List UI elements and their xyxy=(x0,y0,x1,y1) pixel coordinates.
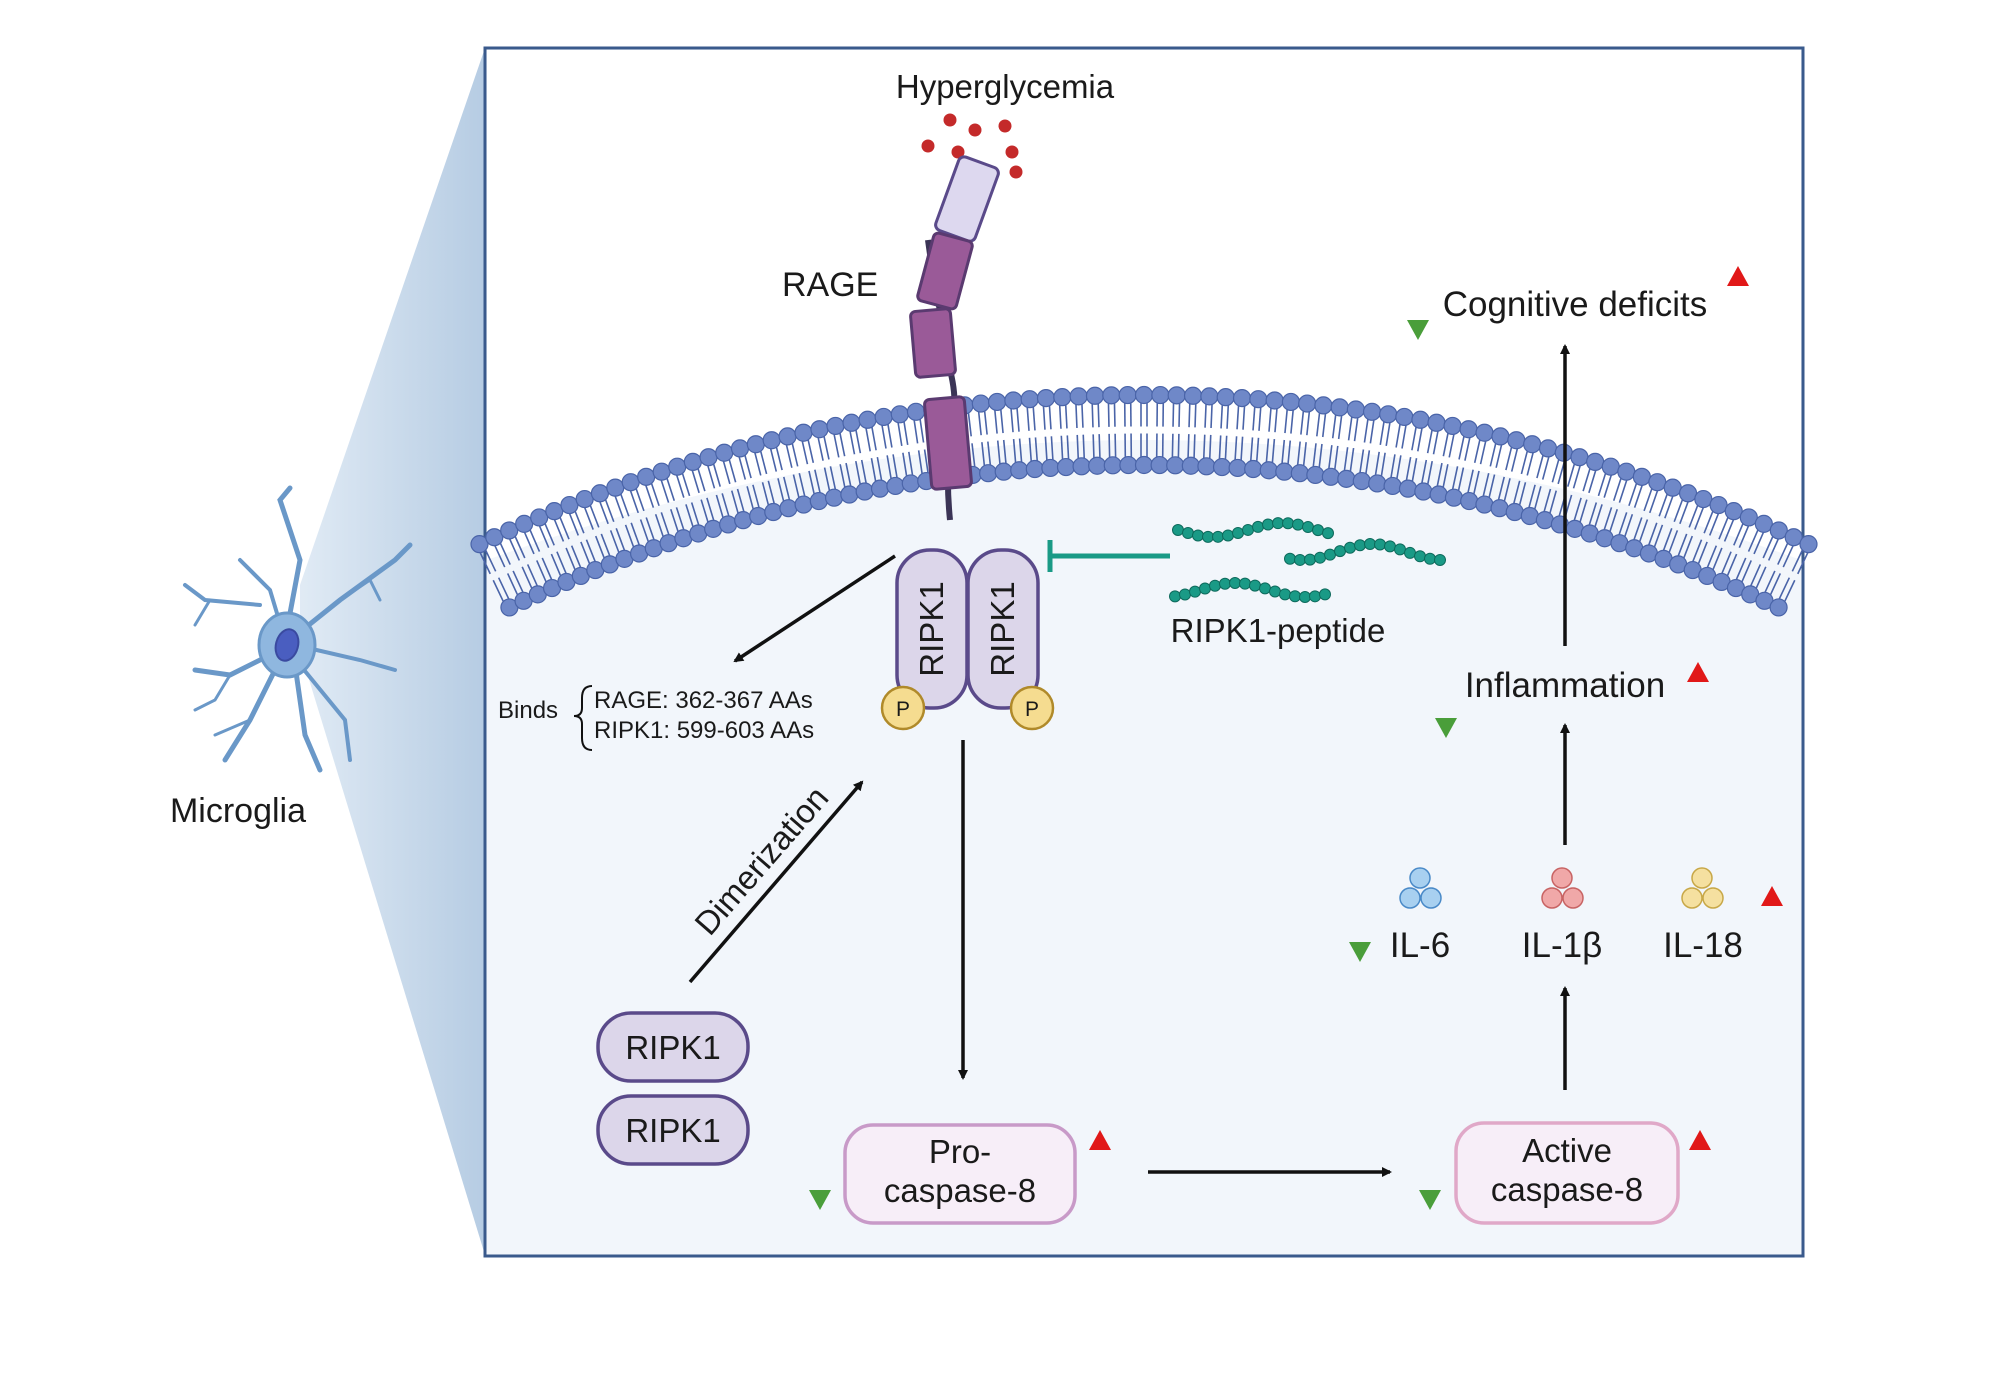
ripk1-dimer: RIPK1 RIPK1 P P xyxy=(880,548,1055,731)
phospho-right xyxy=(1009,685,1055,731)
il18-cluster-icon xyxy=(1681,867,1724,909)
binds-rage: RAGE: 362-367 AAs xyxy=(594,687,813,714)
microglia-cell-icon xyxy=(183,485,413,773)
phospho-right-label: P xyxy=(1025,698,1039,721)
il18-label: IL-18 xyxy=(1663,926,1743,965)
rage-receptor xyxy=(909,155,1000,521)
active-caspase8-line2: caspase-8 xyxy=(1491,1171,1643,1208)
ripk1-peptide-label: RIPK1-peptide xyxy=(1171,612,1386,649)
procaspase8-line1: Pro- xyxy=(929,1133,991,1170)
il6-cluster-icon xyxy=(1399,867,1442,909)
peptide-chain-icon xyxy=(1169,517,1446,603)
active-caspase8-box xyxy=(1454,1121,1680,1225)
inhibition-bar xyxy=(1047,540,1170,572)
microglia-label: Microglia xyxy=(170,792,306,830)
active-caspase8-line1: Active xyxy=(1522,1132,1612,1169)
procaspase8-line2: caspase-8 xyxy=(884,1172,1036,1209)
ripk1-monomer-bottom-label: RIPK1 xyxy=(625,1112,720,1149)
il6-label: IL-6 xyxy=(1390,926,1450,965)
ripk1-monomer-top-label: RIPK1 xyxy=(625,1029,720,1066)
phospho-left-label: P xyxy=(896,698,910,721)
ripk1-monomer-bottom xyxy=(596,1094,750,1166)
cognitive-deficits-label: Cognitive deficits xyxy=(1443,285,1708,324)
binds-label: Binds xyxy=(498,697,558,724)
binds-brace xyxy=(573,685,593,751)
phospho-left xyxy=(880,685,926,731)
ripk1-dimer-right-label: RIPK1 xyxy=(984,581,1021,676)
change-indicators xyxy=(809,262,1783,1216)
inflammation-label: Inflammation xyxy=(1465,666,1665,705)
ripk1-monomer-top xyxy=(596,1011,750,1083)
il1b-label: IL-1β xyxy=(1522,926,1602,965)
il1b-cluster-icon xyxy=(1541,867,1584,909)
glucose-dots-icon xyxy=(921,113,1023,179)
binds-ripk1: RIPK1: 599-603 AAs xyxy=(594,717,814,744)
zoom-wedge xyxy=(300,48,485,1255)
procaspase8-box xyxy=(843,1123,1077,1225)
lipid-bilayer xyxy=(470,385,1818,617)
rage-label: RAGE xyxy=(782,266,878,304)
hyperglycemia-label: Hyperglycemia xyxy=(896,68,1115,105)
ripk1-dimer-left-label: RIPK1 xyxy=(913,581,950,676)
